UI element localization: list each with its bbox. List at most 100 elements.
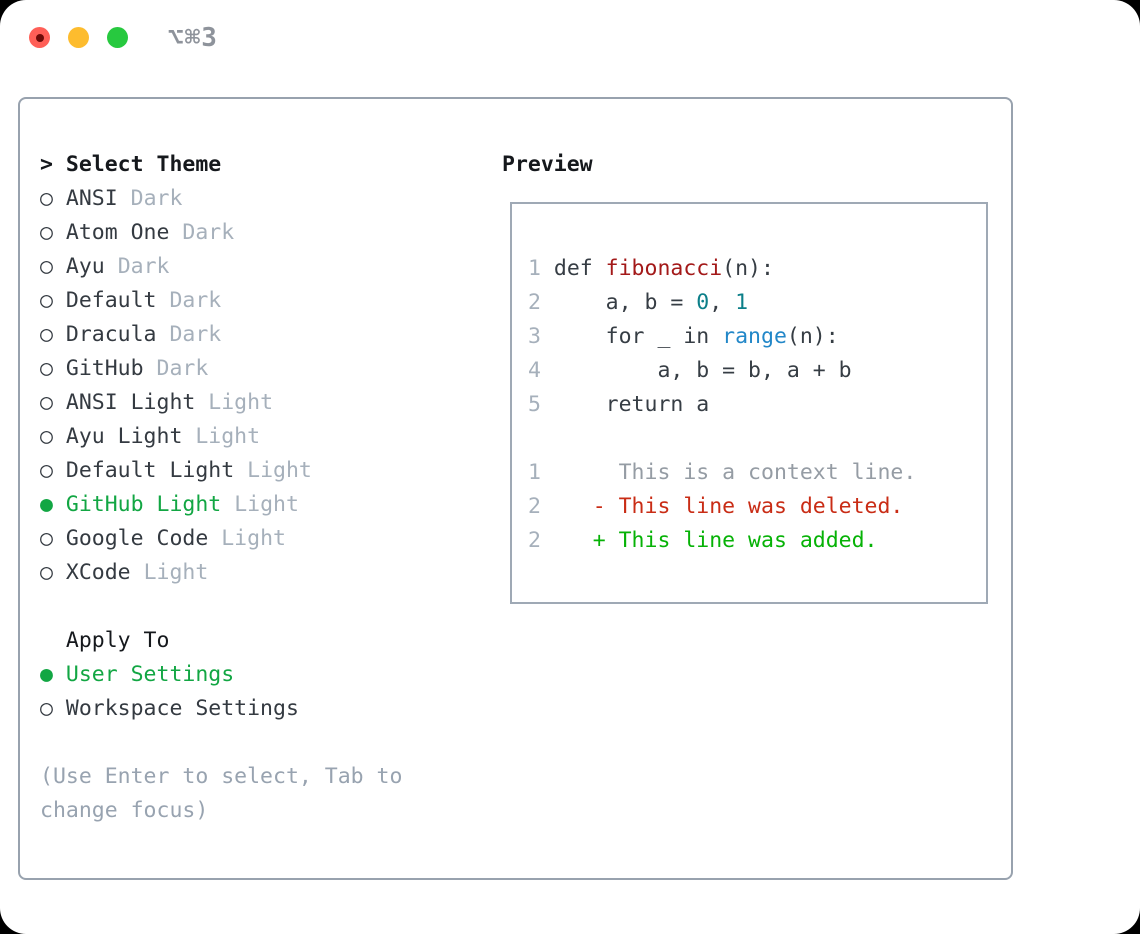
line-number: 3	[528, 324, 554, 349]
code-segment-code: return a	[553, 392, 710, 417]
code-segment-number: 0	[696, 290, 710, 315]
theme-option[interactable]: ○ XCode Light	[40, 556, 402, 590]
window-title: ⌥⌘3	[168, 23, 218, 53]
option-label: Dracula	[65, 322, 157, 347]
variant-label: Dark	[117, 254, 170, 279]
apply-to-option[interactable]: ● User Settings	[40, 658, 402, 692]
variant-label: Light	[247, 458, 312, 483]
variant-label: Dark	[156, 356, 209, 381]
variant-label: Dark	[169, 322, 222, 347]
preview-code-line: 2 a, b = 0, 1	[528, 286, 986, 320]
variant-label: Light	[195, 424, 261, 449]
code-segment-added: + This line was added.	[553, 528, 878, 553]
theme-option[interactable]: ○ Default Dark	[40, 284, 402, 318]
preview-title: Preview	[502, 152, 593, 177]
help-text: (Use Enter to select, Tab to change focus…	[40, 760, 402, 828]
theme-option[interactable]: ○ ANSI Dark	[40, 182, 402, 216]
theme-option[interactable]: ○ Ayu Light Light	[40, 420, 402, 454]
radio-unselected-icon: ○	[40, 390, 66, 415]
line-number: 4	[528, 358, 554, 383]
code-segment-code: a, b =	[553, 290, 697, 315]
code-segment-code: ,	[709, 290, 736, 315]
radio-unselected-icon: ○	[40, 220, 66, 245]
close-button[interactable]	[29, 27, 50, 48]
line-number: 2	[528, 494, 554, 519]
variant-label: Dark	[169, 288, 222, 313]
code-segment-code: def	[553, 256, 606, 281]
preview-code-line: 5 return a	[528, 388, 986, 422]
code-segment-deleted: - This line was deleted.	[553, 494, 904, 519]
theme-option[interactable]: ○ Atom One Dark	[40, 216, 402, 250]
radio-unselected-icon: ○	[40, 560, 66, 585]
variant-label: Light	[234, 492, 299, 517]
line-number: 1	[528, 256, 554, 281]
code-segment-context: This is a context line.	[553, 460, 917, 485]
apply-to-header: Apply To	[40, 624, 402, 658]
select-theme-header: > Select Theme	[40, 148, 402, 182]
theme-list: ○ ANSI Dark○ Atom One Dark○ Ayu Dark○ De…	[40, 182, 402, 590]
line-number: 5	[528, 392, 554, 417]
variant-label: Light	[143, 560, 209, 585]
preview-code-line: 2 - This line was deleted.	[528, 490, 986, 524]
option-label: Default Light	[65, 458, 235, 483]
option-label: Workspace Settings	[65, 696, 299, 721]
radio-selected-icon: ●	[40, 662, 66, 687]
radio-unselected-icon: ○	[40, 458, 66, 483]
theme-picker-column: > Select Theme ○ ANSI Dark○ Atom One Dar…	[40, 148, 402, 828]
line-number: 2	[528, 290, 554, 315]
radio-unselected-icon: ○	[40, 696, 66, 721]
preview-code-line: 1 This is a context line.	[528, 456, 986, 490]
radio-unselected-icon: ○	[40, 186, 66, 211]
variant-label: Dark	[182, 220, 235, 245]
option-label: Ayu	[65, 254, 105, 279]
code-segment-code: (n):	[786, 324, 839, 349]
option-label: ANSI	[65, 186, 118, 211]
preview-header: Preview	[502, 148, 593, 182]
option-label: GitHub Light	[65, 492, 222, 517]
code-segment-code: a, b = b, a + b	[553, 358, 852, 383]
code-segment-builtin: range	[722, 324, 787, 349]
radio-unselected-icon: ○	[40, 424, 66, 449]
radio-selected-icon: ●	[40, 492, 66, 517]
preview-code-line: 3 for _ in range(n):	[528, 320, 986, 354]
theme-option[interactable]: ○ Google Code Light	[40, 522, 402, 556]
option-label: XCode	[65, 560, 131, 585]
select-theme-title: Select Theme	[65, 152, 222, 177]
theme-option[interactable]: ○ GitHub Dark	[40, 352, 402, 386]
apply-to-list: ● User Settings○ Workspace Settings	[40, 658, 402, 726]
code-segment-code: for _ in	[553, 324, 723, 349]
theme-picker-panel: > Select Theme ○ ANSI Dark○ Atom One Dar…	[18, 97, 1013, 880]
theme-option[interactable]: ○ Ayu Dark	[40, 250, 402, 284]
variant-label: Light	[208, 390, 274, 415]
spacer	[40, 590, 402, 624]
spacer	[40, 726, 402, 760]
option-label: User Settings	[65, 662, 235, 687]
help-line: change focus)	[40, 798, 209, 823]
code-segment-function: fibonacci	[605, 256, 723, 281]
code-segment-number: 1	[735, 290, 749, 315]
radio-unselected-icon: ○	[40, 288, 66, 313]
code-segment-code: (n):	[722, 256, 774, 281]
variant-label: Dark	[130, 186, 183, 211]
option-label: Default	[65, 288, 157, 313]
window-titlebar: ⌥⌘3	[0, 0, 1140, 75]
prompt-caret-icon: >	[40, 152, 53, 177]
zoom-button[interactable]	[107, 27, 128, 48]
theme-option[interactable]: ○ Dracula Dark	[40, 318, 402, 352]
option-label: ANSI Light	[65, 390, 196, 415]
apply-to-option[interactable]: ○ Workspace Settings	[40, 692, 402, 726]
theme-option[interactable]: ○ Default Light Light	[40, 454, 402, 488]
help-line: (Use Enter to select, Tab to	[40, 764, 403, 789]
spacer	[528, 422, 986, 456]
preview-code-line: 2 + This line was added.	[528, 524, 986, 558]
variant-label: Light	[221, 526, 286, 551]
theme-option[interactable]: ○ ANSI Light Light	[40, 386, 402, 420]
radio-unselected-icon: ○	[40, 356, 66, 381]
apply-to-title: Apply To	[65, 628, 170, 653]
theme-option[interactable]: ● GitHub Light Light	[40, 488, 402, 522]
minimize-button[interactable]	[68, 27, 89, 48]
preview-code-line: 4 a, b = b, a + b	[528, 354, 986, 388]
